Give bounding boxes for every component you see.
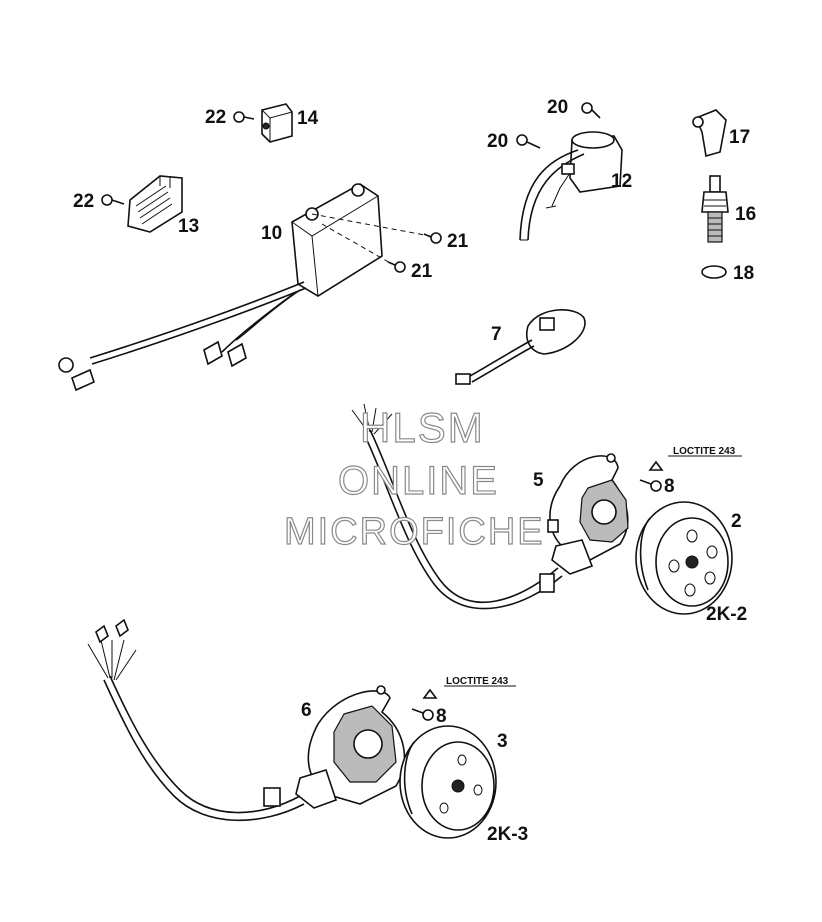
callout-12: 12 bbox=[611, 171, 632, 192]
callout-10: 10 bbox=[261, 223, 282, 244]
variant-2k2-label: 2K-2 bbox=[706, 604, 747, 625]
callout-21-upper: 21 bbox=[447, 231, 469, 252]
callout-2: 2 bbox=[731, 511, 742, 532]
watermark-line-3: MICROFICHE bbox=[284, 511, 545, 553]
part-20-screw-top bbox=[581, 102, 601, 119]
part-6-stator-cable bbox=[87, 618, 305, 822]
callout-21-lower: 21 bbox=[411, 261, 433, 282]
callout-3: 3 bbox=[497, 731, 508, 752]
callout-22-top: 22 bbox=[205, 107, 226, 128]
note-loctite-2k2: LOCTITE 243 bbox=[673, 446, 736, 457]
part-20-screw-left bbox=[516, 134, 541, 149]
watermark-line-1: HLSM bbox=[360, 404, 485, 451]
callout-20-left: 20 bbox=[487, 131, 508, 152]
part-12-ignition-coil bbox=[519, 131, 623, 241]
note-loctite-2k3: LOCTITE 243 bbox=[446, 676, 509, 687]
part-17-spark-plug-cap bbox=[692, 109, 727, 158]
callout-8-2k3: 8 bbox=[436, 706, 447, 727]
part-5-stator-cable bbox=[351, 403, 563, 610]
callout-20-top: 20 bbox=[547, 97, 568, 118]
cdi-wiring-harness bbox=[58, 281, 307, 392]
callout-22-left: 22 bbox=[73, 191, 94, 212]
variant-2k3-label: 2K-3 bbox=[487, 824, 528, 845]
part-10-cdi-unit bbox=[291, 183, 431, 297]
callout-14: 14 bbox=[297, 108, 319, 129]
watermark-line-2: ONLINE bbox=[338, 459, 499, 503]
part-5-stator-2k2 bbox=[547, 453, 629, 575]
part-8-screw-2k3 bbox=[411, 685, 516, 721]
part-16-spark-plug bbox=[701, 175, 729, 243]
callout-18: 18 bbox=[733, 263, 754, 284]
part-18-sealing-ring bbox=[701, 265, 727, 279]
part-6-stator-2k3 bbox=[295, 685, 406, 809]
part-13-regulator bbox=[127, 175, 183, 233]
part-21-screw-lower bbox=[387, 261, 406, 273]
callout-5: 5 bbox=[533, 470, 544, 491]
callout-8-2k2: 8 bbox=[664, 476, 675, 497]
part-22-screw-top bbox=[233, 111, 255, 123]
callout-7: 7 bbox=[491, 324, 502, 345]
part-21-screw-upper bbox=[423, 232, 442, 244]
part-7-connector-lead bbox=[455, 309, 586, 385]
callout-16: 16 bbox=[735, 204, 756, 225]
watermark: HLSM ONLINE MICROFICHE bbox=[283, 403, 545, 553]
part-14-bracket bbox=[261, 103, 293, 143]
callout-17: 17 bbox=[729, 127, 750, 148]
part-2-rotor-2k2 bbox=[635, 501, 733, 615]
part-22-screw-left bbox=[101, 194, 125, 206]
part-8-screw-2k2 bbox=[639, 455, 742, 492]
callout-13: 13 bbox=[178, 216, 199, 237]
callout-6: 6 bbox=[301, 700, 312, 721]
part-3-rotor-2k3 bbox=[399, 725, 497, 839]
